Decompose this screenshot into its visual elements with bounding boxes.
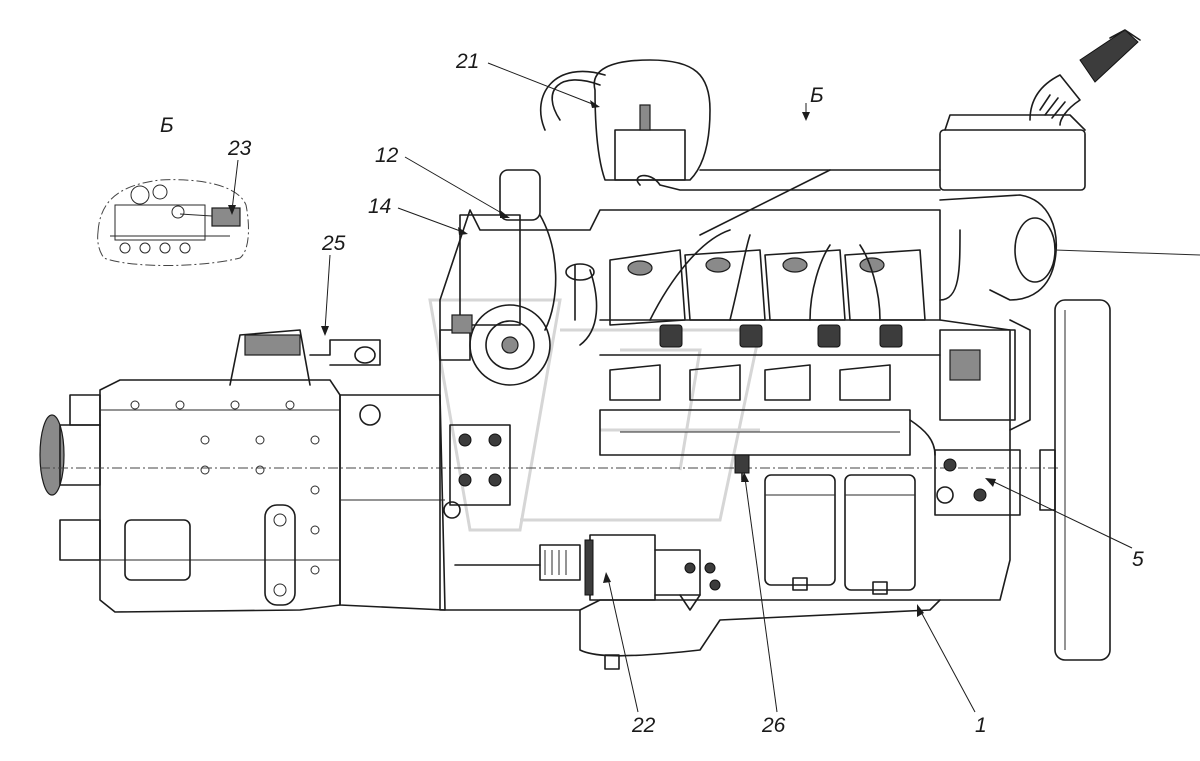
engine-block (439, 169, 1011, 611)
callout-21: 21 (455, 50, 479, 73)
oil-pan (579, 599, 941, 657)
callout-14: 14 (368, 195, 391, 218)
callout-1: 1 (975, 714, 987, 737)
transmission-housing (39, 329, 446, 613)
expansion-tank (539, 59, 941, 191)
air-intake-pipe (939, 194, 1200, 301)
compressor-unit (909, 319, 1031, 516)
fuel-lines (649, 169, 881, 321)
pneumatic-valve (454, 534, 721, 611)
oil-pressure-sensor (734, 454, 750, 481)
callout-12: 12 (375, 144, 399, 167)
gear-shift-boot (939, 29, 1141, 191)
callout-25: 25 (321, 232, 346, 255)
view-b-inset (97, 179, 249, 266)
view-b-inset-title: Б (160, 114, 174, 137)
mounting-bracket (443, 424, 511, 519)
exhaust-ports (609, 364, 891, 401)
callout-5: 5 (1132, 548, 1144, 571)
callout-22: 22 (631, 714, 656, 737)
fan-pulley (1039, 299, 1111, 661)
oil-filters (764, 474, 916, 595)
callout-leaders (228, 62, 1133, 713)
view-b-marker: Б (810, 84, 824, 107)
valve-covers (609, 249, 926, 326)
callout-26: 26 (761, 714, 786, 737)
injector-row (599, 319, 941, 356)
watermark-logo (428, 298, 762, 532)
drain-plug (604, 654, 620, 670)
callout-23: 23 (227, 137, 252, 160)
turbocharger (439, 304, 551, 386)
